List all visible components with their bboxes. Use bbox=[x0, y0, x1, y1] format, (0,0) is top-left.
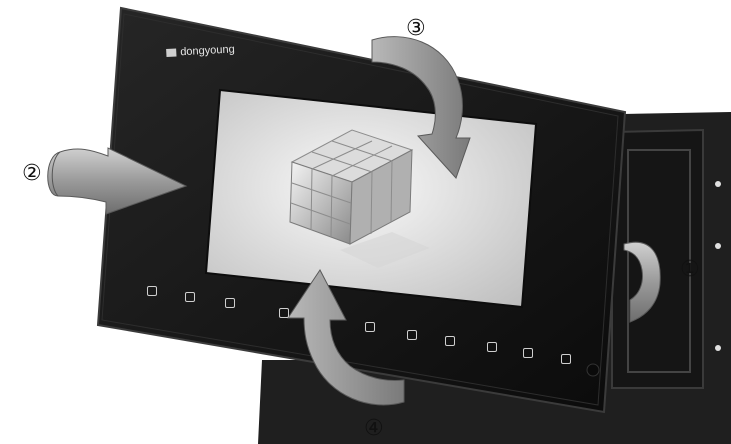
video-phone-monitor bbox=[98, 8, 625, 412]
menu-icon bbox=[523, 348, 533, 358]
monitor-button-9[interactable] bbox=[516, 348, 540, 360]
copy-icon bbox=[407, 330, 417, 340]
monitor-button-4[interactable] bbox=[272, 308, 296, 320]
sensor-dot bbox=[587, 364, 599, 376]
power-icon bbox=[365, 322, 375, 332]
monitor-button-10[interactable] bbox=[554, 354, 578, 366]
speaker-icon bbox=[279, 308, 289, 318]
brand-mark-icon bbox=[166, 49, 176, 58]
monitor-button-8[interactable] bbox=[480, 342, 504, 354]
callout-3: ③ bbox=[406, 18, 426, 40]
screw-hole bbox=[715, 181, 721, 187]
callout-2: ② bbox=[22, 163, 42, 185]
monitor-button-2[interactable] bbox=[178, 292, 202, 304]
door-icon bbox=[445, 336, 455, 346]
callout-4: ④ bbox=[364, 418, 384, 440]
phone-icon bbox=[487, 342, 497, 352]
screw-hole bbox=[715, 243, 721, 249]
monitor-button-6[interactable] bbox=[400, 330, 424, 342]
monitor-button-5[interactable] bbox=[358, 322, 382, 334]
callout-1: ① bbox=[680, 259, 700, 281]
bell-icon bbox=[147, 286, 157, 296]
screw-hole bbox=[715, 345, 721, 351]
monitor-button-3[interactable] bbox=[218, 298, 242, 310]
monitor-button-1[interactable] bbox=[140, 286, 164, 298]
user-icon bbox=[561, 354, 571, 364]
monitor-button-7[interactable] bbox=[438, 336, 462, 348]
camera-icon bbox=[225, 298, 235, 308]
camera-icon bbox=[185, 292, 195, 302]
